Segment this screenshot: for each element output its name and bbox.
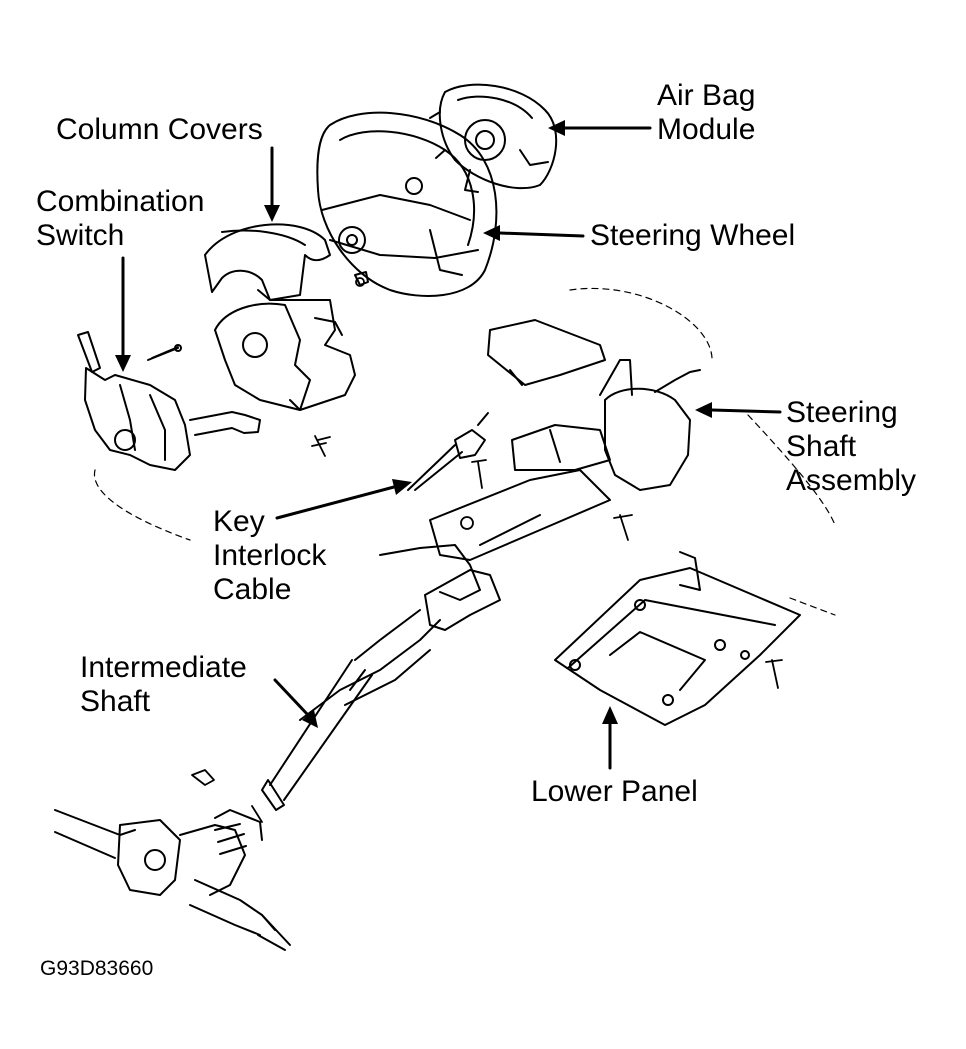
- steering-shaft-assembly-arrow: [710, 408, 782, 414]
- steering-shaft-assembly-label: Steering Shaft Assembly: [786, 396, 917, 497]
- lower-panel-drawing: [554, 551, 801, 726]
- column-covers-drawing: [204, 223, 356, 411]
- intermediate-shaft-arrow: [273, 678, 310, 717]
- steering-wheel-drawing: [316, 111, 498, 297]
- key-interlock-cable-arrow: [275, 485, 396, 520]
- steering-shaft-drawing: [299, 319, 701, 721]
- key-interlock-cable-label: Key Interlock Cable: [213, 505, 327, 606]
- column-covers-label: Column Covers: [56, 113, 263, 146]
- air-bag-module-label: Air Bag Module: [657, 79, 756, 146]
- combination-switch-label: Combination Switch: [36, 185, 205, 252]
- air-bag-module-drawing: [429, 83, 558, 193]
- key-interlock-cable-drawing: [407, 412, 489, 491]
- steering-wheel-arrow: [498, 231, 585, 238]
- intermediate-shaft-label: Intermediate Shaft: [80, 651, 247, 718]
- leader-arrows: [115, 120, 782, 770]
- fasteners: [151, 277, 783, 823]
- figure-code: G93D83660: [40, 957, 154, 980]
- steering-gear-drawing: [54, 809, 291, 951]
- dashed-outlines: [93, 288, 836, 616]
- lower-panel-label: Lower Panel: [531, 775, 698, 808]
- combination-switch-drawing: [77, 331, 261, 471]
- steering-wheel-label: Steering Wheel: [590, 219, 796, 252]
